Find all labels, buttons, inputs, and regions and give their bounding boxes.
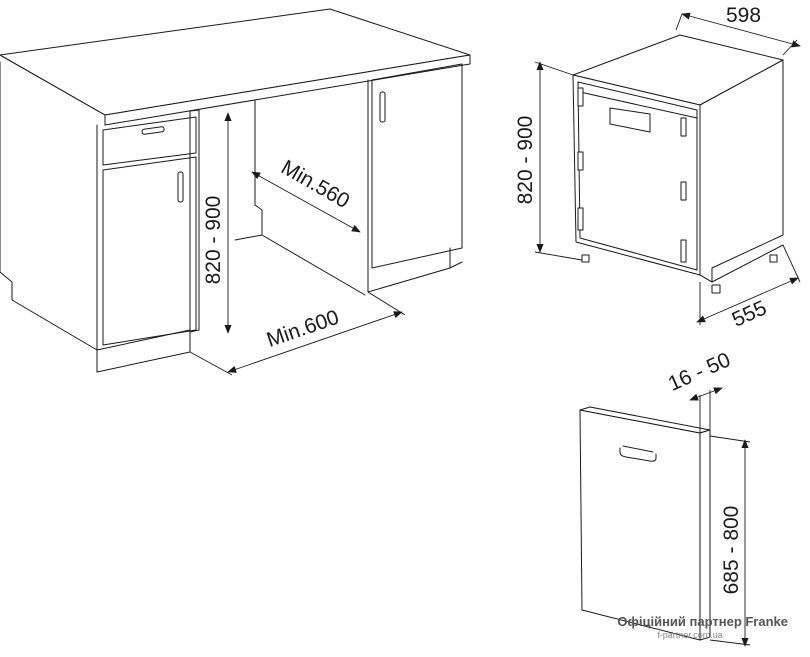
door-panel-edge: [699, 429, 711, 641]
dishwasher-appliance: 598 820 - 900 555: [514, 4, 801, 332]
countertop-side-edge: [0, 54, 106, 126]
door-thickness-dim-line: [689, 387, 723, 401]
left-cabinet-plinth: [96, 329, 191, 353]
control-panel: [579, 91, 698, 119]
bracket-low-right: [680, 239, 687, 263]
appliance-depth-dim-line: [696, 277, 799, 323]
bracket-low-left: [577, 207, 584, 231]
right-cabinet-plinth: [367, 247, 463, 293]
door-panel-face: [579, 409, 701, 641]
foot-front-left: [581, 254, 590, 263]
drawer-handle: [141, 126, 165, 135]
left-cabinet-inner-side: [189, 109, 200, 333]
door-thickness-label: 16 - 50: [665, 348, 734, 396]
bracket-top-left: [577, 87, 584, 107]
door-panel-handle-grip: [622, 445, 654, 453]
appliance-width-ext-left: [675, 13, 683, 31]
kitchen-cabinet-unit: 820 - 900 Min.560 Min.600: [0, 8, 471, 376]
appliance-width-label: 598: [726, 4, 761, 27]
furniture-door-panel: 16 - 50 685 - 800: [579, 348, 751, 647]
control-recess: [609, 107, 651, 133]
niche-depth-dim-line: [251, 171, 361, 233]
appliance-height-label: 820 - 900: [514, 116, 537, 205]
cabinet-height-label: 820 - 900: [202, 196, 225, 285]
niche-width-dim-line: [227, 311, 403, 373]
appliance-depth-label: 555: [729, 296, 770, 331]
foot-front-right: [711, 284, 721, 294]
drawer-front: [102, 116, 197, 166]
niche-width-ext-right: [367, 291, 406, 316]
niche-depth-label: Min.560: [277, 156, 353, 213]
door-height-ext-bottom: [709, 639, 751, 646]
dishwasher-frame: [577, 81, 698, 271]
niche-floor-line: [261, 234, 366, 296]
bracket-top-right: [680, 117, 687, 137]
appliance-depth-ext-right: [782, 244, 801, 283]
right-cabinet-front: [371, 63, 463, 269]
left-cabinet-front: [96, 110, 191, 373]
door-panel-handle: [619, 447, 657, 462]
foot-back-right: [769, 254, 778, 263]
niche-width-label: Min.600: [264, 306, 342, 352]
appliance-height-ext-bottom: [534, 251, 583, 261]
appliance-height-ext-top: [534, 61, 574, 76]
bracket-mid-left: [577, 151, 584, 171]
left-door-handle: [177, 171, 184, 203]
niche-width-ext-left: [189, 351, 233, 376]
watermark-partner-text: Офіційний партнер Franke: [617, 614, 788, 629]
watermark-site-text: f-partner.com.ua: [657, 630, 723, 640]
right-door-handle: [379, 91, 386, 123]
door-height-label: 685 - 800: [720, 506, 743, 595]
appliance-width-dim-line: [681, 12, 801, 48]
left-cabinet-door: [102, 156, 197, 346]
door-height-ext-top: [709, 435, 751, 443]
bracket-mid-right: [680, 181, 687, 201]
niche-back-wall: [234, 99, 263, 241]
left-cabinet-side: [0, 61, 98, 351]
